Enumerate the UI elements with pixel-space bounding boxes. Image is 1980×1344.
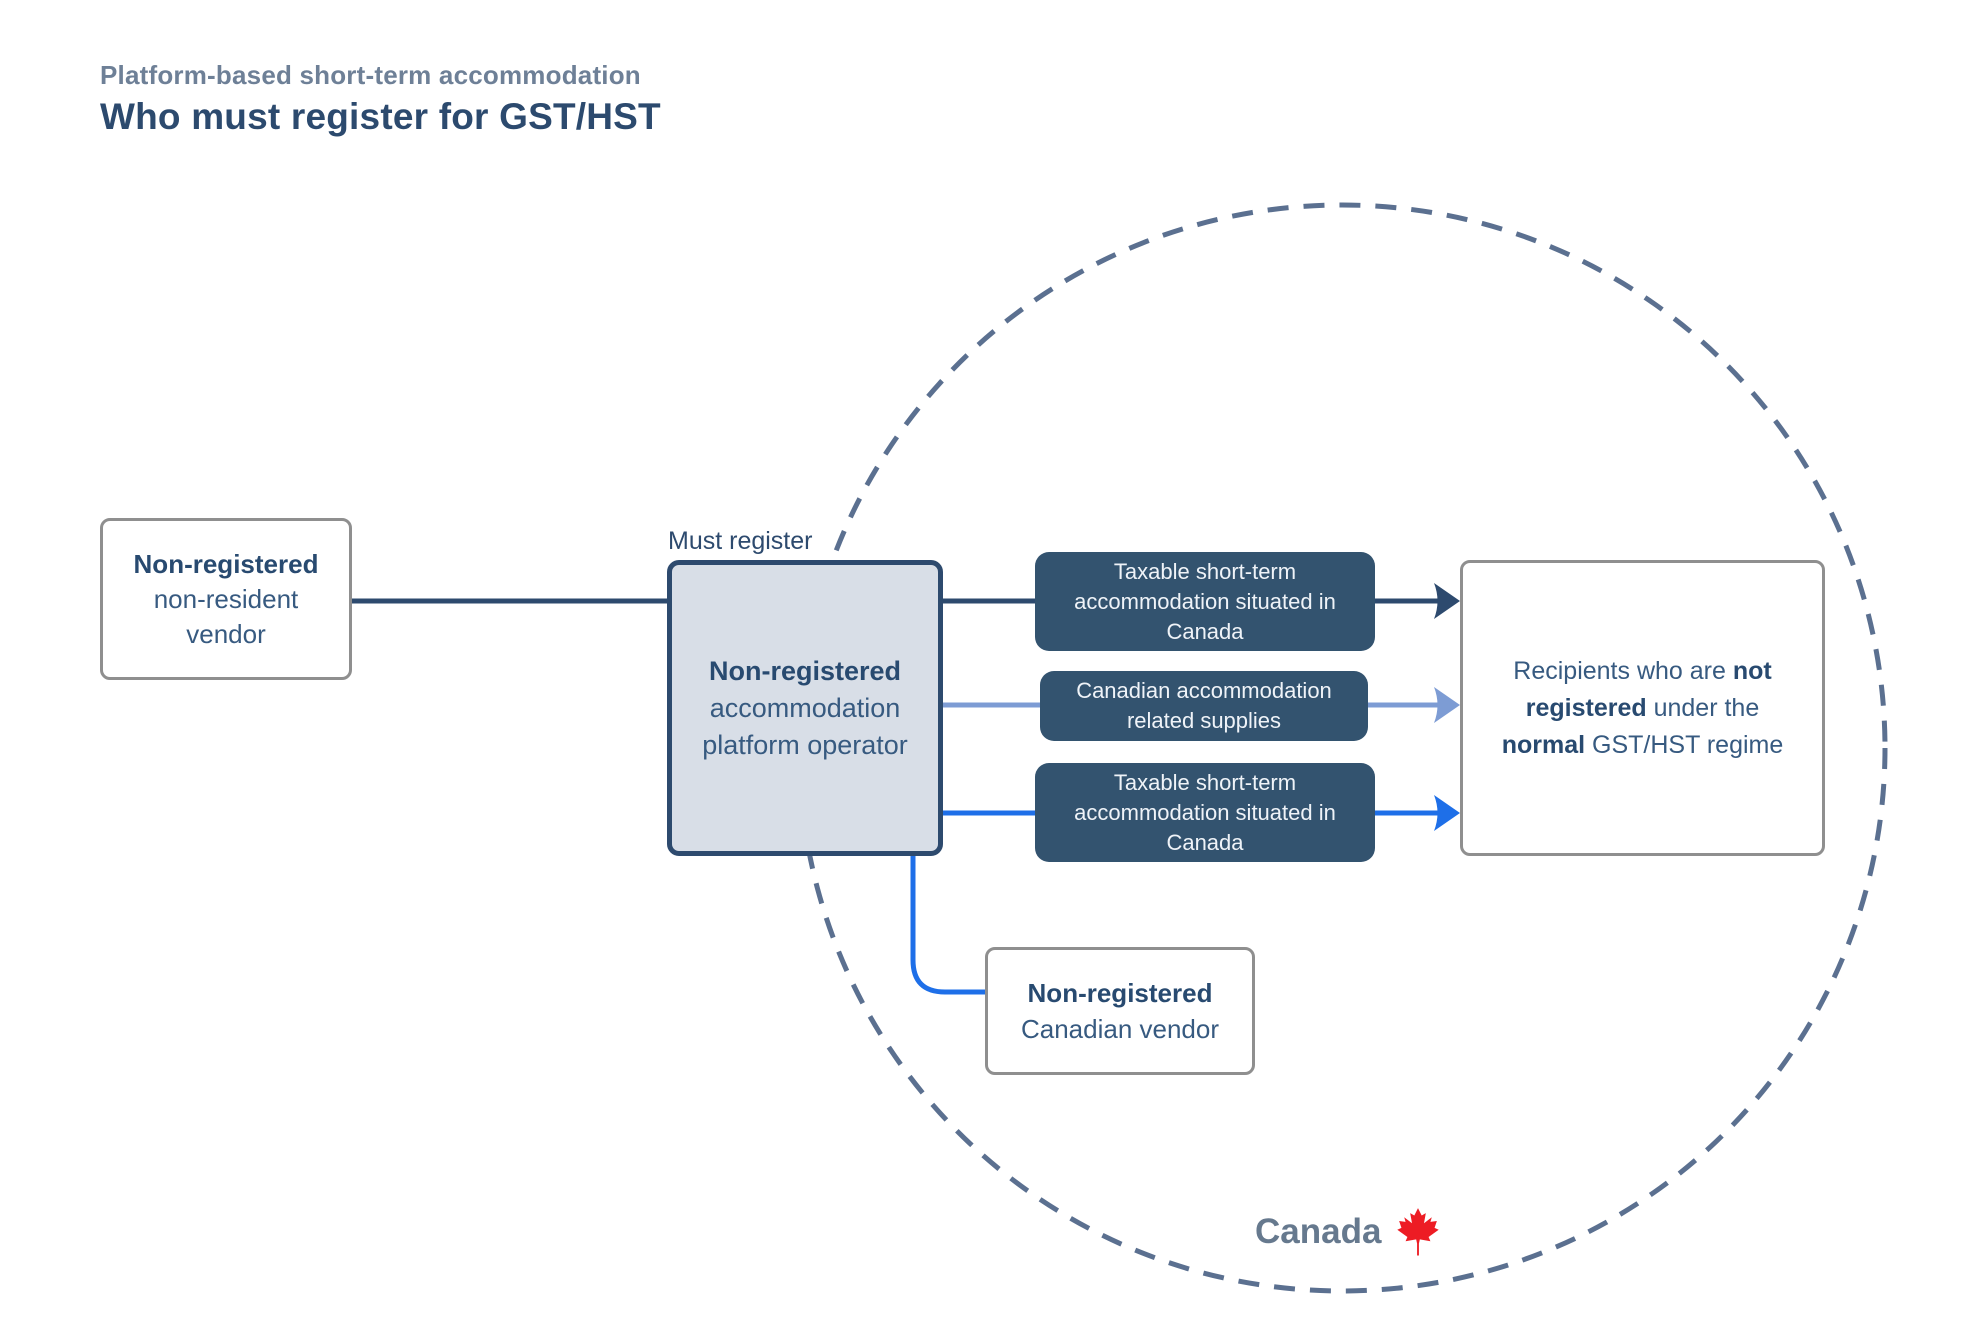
canada-label: Canada [1255, 1212, 1382, 1251]
arrowhead-navy-icon [1434, 583, 1460, 619]
page-eyebrow: Platform-based short-term accommodation [100, 60, 641, 90]
maple-leaf-icon [1397, 1208, 1440, 1256]
recipients-part-4: normal [1501, 730, 1586, 759]
arrowhead-lightblue-icon [1434, 687, 1460, 723]
canadian-vendor-box: Non-registered Canadian vendor [985, 947, 1255, 1075]
supply-pill-taxable-accommodation-1: Taxable short-term accommodation situate… [1035, 552, 1375, 651]
recipients-text: Recipients who are not registered under … [1489, 653, 1796, 764]
canadian-vendor-emphasis: Non-registered [1027, 978, 1213, 1008]
recipients-part-3: under the [1646, 693, 1760, 722]
recipients-part-2: not registered [1525, 656, 1772, 722]
recipients-part-1: Recipients who are [1513, 656, 1733, 685]
flow-line-platform-to-canadian-vendor [910, 853, 988, 995]
recipients-box: Recipients who are not registered under … [1460, 560, 1825, 856]
platform-operator-box: Non-registered accommodation platform op… [667, 560, 943, 856]
canada-label-group: Canada [1255, 1206, 1441, 1258]
page-title: Who must register for GST/HST [100, 96, 661, 137]
arrowhead-brightblue-icon [1434, 795, 1460, 831]
nonresident-vendor-box: Non-registered non-resident vendor [100, 518, 352, 680]
canadian-vendor-rest: Canadian vendor [1020, 1014, 1220, 1044]
nonresident-vendor-emphasis: Non-registered [133, 548, 319, 579]
nonresident-vendor-rest: non-resident vendor [153, 583, 299, 649]
must-register-label: Must register [668, 527, 813, 555]
supply-pill-taxable-accommodation-2: Taxable short-term accommodation situate… [1035, 763, 1375, 862]
platform-operator-emphasis: Non-registered [708, 655, 902, 686]
supply-pill-related-supplies: Canadian accommodation related supplies [1040, 671, 1368, 741]
recipients-part-5: GST/HST regime [1585, 730, 1784, 759]
platform-operator-line2: accommodation [709, 692, 901, 723]
platform-operator-line3: platform operator [702, 729, 908, 760]
